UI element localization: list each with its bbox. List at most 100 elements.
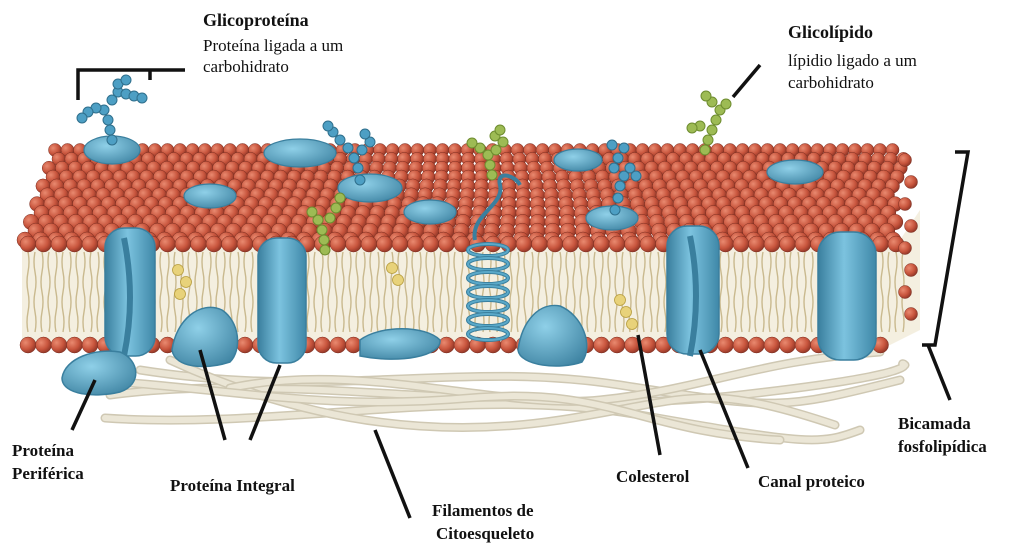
phospholipid-head	[899, 286, 912, 299]
phospholipid-head	[330, 236, 346, 252]
phospholipid-head	[905, 264, 918, 277]
phospholipid-head	[718, 337, 734, 353]
sugar-unit	[103, 115, 113, 125]
phospholipid-head	[237, 337, 253, 353]
cholesterol-molecule	[627, 319, 638, 330]
phospholipid-head	[454, 337, 470, 353]
protein-channel-pointer	[700, 350, 748, 468]
peripheral-protein-label-line2: Periférica	[12, 463, 84, 484]
sugar-unit	[707, 125, 717, 135]
cytoskeleton-pointer	[375, 430, 410, 518]
bilayer-bracket	[922, 152, 968, 345]
sugar-unit	[343, 143, 353, 153]
phospholipid-head	[532, 236, 548, 252]
phospholipid-head	[346, 337, 362, 353]
sugar-unit	[121, 75, 131, 85]
phospholipid-head	[377, 236, 393, 252]
phospholipid-head	[764, 337, 780, 353]
phospholipid-head	[594, 236, 610, 252]
cholesterol-molecule	[621, 307, 632, 318]
sugar-unit	[360, 129, 370, 139]
sugar-unit	[107, 135, 117, 145]
sugar-unit	[325, 213, 335, 223]
surface-protein	[554, 149, 602, 171]
phospholipid-head	[899, 154, 912, 167]
phospholipid-head	[547, 236, 563, 252]
sugar-unit	[687, 123, 697, 133]
sugar-unit	[615, 181, 625, 191]
phospholipid-head	[795, 236, 811, 252]
phospholipid-head	[899, 242, 912, 255]
sugar-unit	[335, 193, 345, 203]
phospholipid-head	[36, 236, 52, 252]
sugar-unit	[335, 135, 345, 145]
phospholipid-head	[749, 337, 765, 353]
sugar-unit	[357, 145, 367, 155]
phospholipid-head	[439, 337, 455, 353]
cholesterol-label: Colesterol	[616, 466, 689, 487]
phospholipid-head	[749, 236, 765, 252]
cytoskeleton-filaments	[105, 352, 905, 440]
sugar-unit	[77, 113, 87, 123]
phospholipid-head	[733, 236, 749, 252]
sugar-unit	[721, 99, 731, 109]
phospholipid-head	[51, 337, 67, 353]
phospholipid-head	[82, 337, 98, 353]
phospholipid-head	[330, 337, 346, 353]
sugar-unit	[353, 163, 363, 173]
sugar-unit	[613, 193, 623, 203]
sugar-unit	[485, 160, 495, 170]
phospholipid-head	[905, 220, 918, 233]
phospholipid-head	[516, 236, 532, 252]
top-phospholipid-layer	[17, 144, 910, 249]
phospholipid-head	[764, 236, 780, 252]
sugar-unit	[491, 145, 501, 155]
phospholipid-head	[20, 236, 36, 252]
sugar-unit	[701, 91, 711, 101]
cholesterol-molecule	[387, 263, 398, 274]
integral-protein	[258, 238, 306, 363]
phospholipid-head	[160, 236, 176, 252]
phospholipid-head	[625, 236, 641, 252]
phospholipid-head	[439, 236, 455, 252]
phospholipid-head	[733, 337, 749, 353]
phospholipid-head	[780, 337, 796, 353]
sugar-unit	[355, 175, 365, 185]
phospholipid-head	[423, 236, 439, 252]
phospholipid-head	[191, 236, 207, 252]
phospholipid-head	[640, 236, 656, 252]
sugar-unit	[487, 170, 497, 180]
phospholipid-head	[780, 236, 796, 252]
sugar-unit	[105, 125, 115, 135]
glycolipid-pointer	[733, 65, 760, 97]
glycolipid-desc-line2: carbohidrato	[788, 72, 874, 93]
surface-protein	[184, 184, 236, 208]
surface-protein	[338, 174, 402, 202]
phospholipid-head	[578, 236, 594, 252]
sugar-unit	[317, 225, 327, 235]
surface-protein	[404, 200, 456, 224]
sugar-unit	[609, 163, 619, 173]
bilayer-label-line1: Bicamada	[898, 413, 971, 434]
peripheral-protein-label-line1: Proteína	[12, 440, 74, 461]
surface-protein	[767, 160, 823, 184]
cholesterol-molecule	[181, 277, 192, 288]
sugar-unit	[703, 135, 713, 145]
phospholipid-head	[237, 236, 253, 252]
cholesterol-molecule	[173, 265, 184, 276]
phospholipid-head	[408, 236, 424, 252]
glycoprotein-desc-line1: Proteína ligada a um	[203, 35, 343, 56]
sugar-unit	[711, 115, 721, 125]
sugar-unit	[613, 153, 623, 163]
cytoskeleton-label-line2: Citoesqueleto	[436, 523, 534, 544]
phospholipid-head	[315, 337, 331, 353]
phospholipid-head	[905, 308, 918, 321]
phospholipid-head	[795, 337, 811, 353]
sugar-unit	[320, 245, 330, 255]
phospholipid-head	[609, 236, 625, 252]
bilayer-label-line2: fosfolipídica	[898, 436, 987, 457]
sugar-unit	[307, 207, 317, 217]
cholesterol-molecule	[393, 275, 404, 286]
phospholipid-head	[36, 337, 52, 353]
